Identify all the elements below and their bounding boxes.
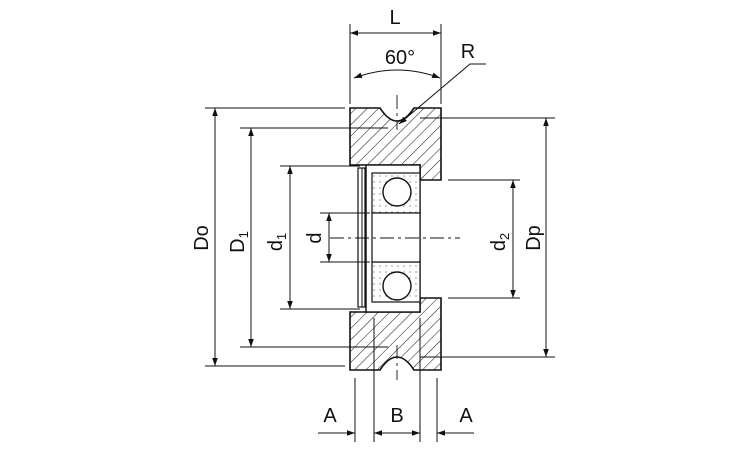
label-angle: 60° — [385, 47, 415, 69]
label-D1: D1 — [227, 231, 251, 253]
lower-ball — [382, 271, 412, 301]
wheel-body — [349, 107, 442, 371]
extension-lines — [205, 24, 555, 442]
label-A-left: A — [323, 405, 337, 427]
label-R: R — [461, 41, 475, 63]
label-B: B — [390, 405, 403, 427]
label-d2: d2 — [488, 233, 512, 251]
label-d: d — [304, 232, 326, 243]
label-D1-sub: 1 — [236, 231, 251, 238]
label-d1: d1 — [265, 233, 289, 251]
label-d1-main: d — [265, 240, 287, 251]
inner-bore — [371, 212, 421, 263]
label-d1-sub: 1 — [274, 233, 289, 240]
centerlines — [330, 95, 460, 380]
label-A-right: A — [459, 405, 473, 427]
dimension-lines — [212, 30, 549, 436]
dimension-labels: L 60° R Do D1 d1 d d2 Dp A B A — [191, 7, 545, 427]
lower-rim — [349, 297, 442, 371]
label-d2-main: d — [488, 240, 510, 251]
label-Dp: Dp — [523, 225, 545, 251]
label-d2-sub: 2 — [497, 233, 512, 240]
label-D1-main: D — [227, 238, 249, 252]
label-L: L — [389, 7, 400, 29]
bearing — [357, 164, 421, 313]
label-Do: Do — [191, 225, 213, 251]
upper-ball — [382, 177, 412, 207]
